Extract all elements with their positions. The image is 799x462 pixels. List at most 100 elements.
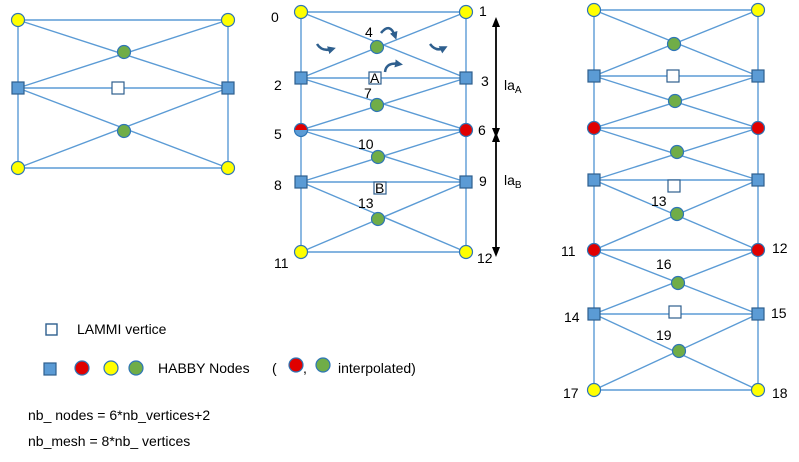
legend-lammi-label: LAMMI vertice [77, 321, 167, 337]
green-node-icon [128, 360, 144, 376]
green-node [667, 93, 683, 109]
yellow-node [586, 2, 602, 18]
rotation-arrow-icon [383, 59, 403, 73]
legend: LAMMI vertice HABBY Nodes ( , interpolat… [43, 321, 416, 376]
node-label: 17 [563, 385, 579, 401]
yellow-node-icon [103, 360, 119, 376]
yellow-node [220, 12, 236, 28]
square-node [587, 173, 601, 187]
node-label: 13 [358, 195, 374, 211]
lammi-vertice [667, 179, 681, 193]
node-label: 10 [358, 136, 374, 152]
green-node [116, 44, 132, 60]
square-node [11, 81, 25, 95]
red-node-part [458, 122, 474, 138]
square-node [587, 69, 601, 83]
lammi-vertice-icon [45, 323, 58, 336]
dimension-label-a-main: la [504, 77, 515, 93]
red-blue-node-part [294, 130, 308, 137]
square-node [221, 81, 235, 95]
square-node [294, 71, 308, 85]
node-label: 12 [772, 240, 788, 256]
node-label: 11 [561, 243, 576, 259]
dimension-label-b: laB [504, 172, 522, 191]
red-node [586, 242, 602, 258]
dimension-arrows: laA laB [492, 17, 522, 257]
yellow-node [10, 160, 26, 176]
red-blue-node [293, 122, 309, 138]
node-label: 0 [271, 9, 279, 25]
red-blue-node-part [294, 123, 308, 130]
lammi-vertice [368, 71, 382, 85]
red-node [750, 120, 766, 136]
red-node [750, 242, 766, 258]
square-node [459, 71, 473, 85]
interpolated-red-node-icon [288, 357, 304, 373]
green-node [669, 206, 685, 222]
middle-node-labels: 0 1 2 3 4 5 6 7 8 9 10 11 12 13 A B [271, 3, 493, 271]
formulas: nb_ nodes = 6*nb_vertices+2 nb_mesh = 8*… [28, 407, 210, 449]
green-node [671, 343, 687, 359]
node-label: 12 [477, 250, 493, 266]
middle-mesh-nodes [293, 4, 474, 260]
node-label: 16 [656, 256, 672, 272]
green-node [370, 211, 386, 227]
node-label: 9 [479, 173, 487, 189]
left-mesh [10, 12, 236, 176]
green-node [666, 36, 682, 52]
square-node [294, 175, 308, 189]
square-node [751, 69, 765, 83]
red-node [586, 120, 602, 136]
red-node-part [459, 130, 473, 137]
rotation-arrow-icon [429, 43, 448, 54]
node-label: 5 [274, 126, 282, 142]
node-label: 18 [772, 385, 788, 401]
yellow-node [750, 382, 766, 398]
node-label: 4 [365, 24, 373, 40]
red-node [458, 122, 474, 138]
yellow-node [220, 160, 236, 176]
lammi-vertice [666, 69, 680, 83]
right-mesh-edges [593, 9, 759, 391]
green-node [669, 144, 685, 160]
node-label: 7 [364, 85, 372, 101]
right-node-labels: 11 12 13 14 15 16 17 18 19 [561, 193, 788, 401]
node-label: 19 [656, 327, 672, 343]
lammi-vertice [373, 181, 387, 195]
yellow-node [458, 4, 474, 20]
right-mesh: 11 12 13 14 15 16 17 18 19 [561, 2, 788, 401]
right-mesh-nodes [586, 2, 766, 398]
dimension-label-b-sub: B [515, 180, 522, 191]
legend-comma: , [303, 360, 307, 376]
left-mesh-nodes [10, 12, 236, 176]
square-node [587, 307, 601, 321]
yellow-node [750, 2, 766, 18]
dimension-label-a: laA [504, 77, 522, 96]
square-node [459, 175, 473, 189]
formula-nb-nodes: nb_ nodes = 6*nb_vertices+2 [28, 407, 210, 423]
legend-habby-label: HABBY Nodes [158, 360, 250, 376]
dimension-label-b-main: la [504, 172, 515, 188]
yellow-node [586, 382, 602, 398]
red-node-part [459, 123, 473, 130]
node-label: 2 [274, 77, 282, 93]
blue-square-node-icon [43, 362, 57, 376]
yellow-node [10, 12, 26, 28]
yellow-node [293, 244, 309, 260]
formula-nb-mesh: nb_mesh = 8*nb_ vertices [28, 433, 190, 449]
legend-interpolated-label: interpolated) [338, 360, 416, 376]
node-label: 11 [274, 255, 289, 271]
vertex-label-a: A [370, 70, 380, 86]
lammi-vertice [668, 305, 682, 319]
legend-open-paren: ( [272, 360, 277, 376]
red-node-icon [74, 360, 90, 376]
square-node [751, 307, 765, 321]
green-node [370, 149, 386, 165]
vertex-label-b: B [375, 180, 384, 196]
green-node [369, 97, 385, 113]
yellow-node [293, 4, 309, 20]
node-label: 13 [651, 193, 667, 209]
green-node [670, 275, 686, 291]
